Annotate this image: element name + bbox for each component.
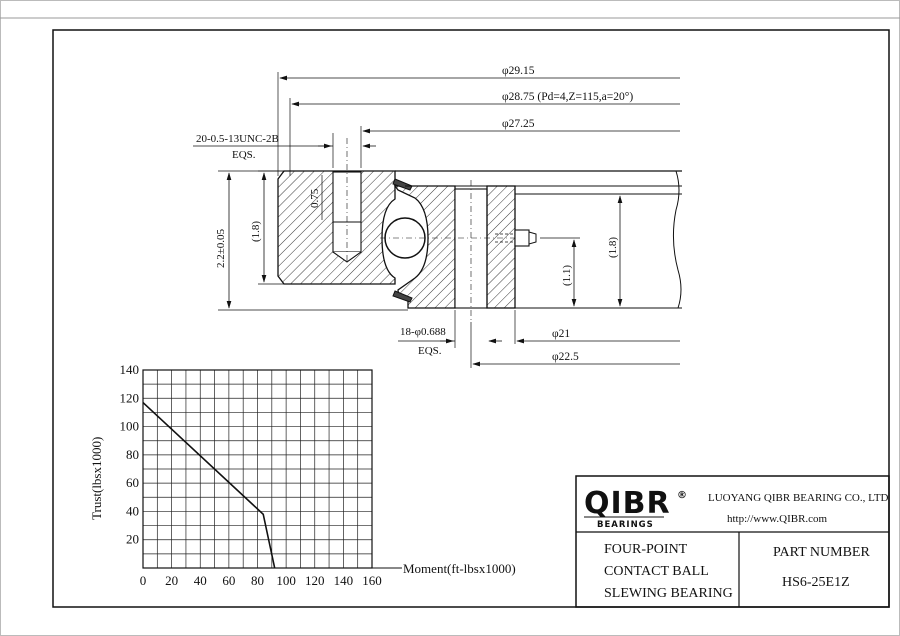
x-tick-label: 140 bbox=[334, 573, 354, 588]
chart-series bbox=[142, 401, 276, 569]
description-line-3: SLEWING BEARING bbox=[604, 586, 733, 601]
text-height-total: 2.2±0.05 bbox=[215, 228, 227, 268]
text-height-outer: (1.8) bbox=[250, 221, 262, 242]
y-tick-label: 140 bbox=[120, 362, 140, 377]
y-tick-label: 60 bbox=[126, 475, 139, 490]
x-tick-label: 0 bbox=[140, 573, 147, 588]
chart-xlabel: Moment(ft-lbsx1000) bbox=[403, 561, 516, 576]
y-tick-label: 100 bbox=[120, 419, 140, 434]
text-height-race: (1.1) bbox=[561, 265, 573, 286]
x-tick-label: 120 bbox=[305, 573, 325, 588]
y-tick-label: 20 bbox=[126, 532, 139, 547]
logo-subtext: BEARINGS bbox=[597, 520, 654, 530]
description-line-1: FOUR-POINT bbox=[604, 542, 688, 557]
break-line bbox=[672, 170, 682, 309]
text-d-inner: φ21 bbox=[552, 328, 570, 340]
text-thread: 20-0.5-13UNC-2B bbox=[196, 133, 279, 145]
chart-ylabel: Trust(lbsx1000) bbox=[89, 437, 104, 520]
upper-seal bbox=[392, 178, 413, 191]
x-tick-label: 100 bbox=[276, 573, 296, 588]
text-thread-eqs: EQS. bbox=[232, 149, 256, 161]
y-tick-label: 120 bbox=[120, 390, 140, 405]
logo-text: QIBR bbox=[584, 486, 671, 521]
text-d-bolt-outer: φ27.25 bbox=[502, 118, 535, 130]
x-tick-label: 80 bbox=[251, 573, 264, 588]
load-chart: 0 20 40 60 80 100 120 140 160 20 40 60 80 100 120 140 T… bbox=[89, 362, 516, 588]
text-holes: 18-φ0.688 bbox=[400, 326, 446, 338]
y-tick-label: 40 bbox=[126, 503, 139, 518]
x-tick-label: 20 bbox=[165, 573, 178, 588]
text-holes-eqs: EQS. bbox=[418, 345, 442, 357]
drawing-frame bbox=[52, 29, 890, 608]
x-tick-label: 40 bbox=[194, 573, 207, 588]
grease-fitting bbox=[514, 229, 530, 247]
description-line-2: CONTACT BALL bbox=[604, 564, 709, 579]
load-curve bbox=[142, 401, 276, 569]
bearing-cross-section: φ29.15 φ28.75 (Pd=4,Z=115,a=20°) φ27.25 … bbox=[193, 65, 682, 368]
logo-registered-mark: ® bbox=[677, 490, 687, 501]
text-d-pitch: φ28.75 (Pd=4,Z=115,a=20°) bbox=[502, 91, 633, 103]
x-tick-label: 60 bbox=[222, 573, 235, 588]
lower-seal bbox=[392, 290, 413, 303]
text-height-inner: (1.8) bbox=[607, 237, 619, 258]
text-d-outer: φ29.15 bbox=[502, 65, 535, 77]
part-number-label: PART NUMBER bbox=[773, 545, 870, 560]
x-tick-label: 160 bbox=[362, 573, 382, 588]
title-block: QIBR ® BEARINGS LUOYANG QIBR BEARING CO.… bbox=[575, 475, 890, 608]
part-number-value: HS6-25E1Z bbox=[782, 575, 850, 590]
company-name: LUOYANG QIBR BEARING CO., LTD bbox=[708, 492, 889, 504]
chart-axes bbox=[142, 369, 402, 569]
y-tick-label: 80 bbox=[126, 447, 139, 462]
text-d-bolt-inner: φ22.5 bbox=[552, 351, 579, 363]
company-website: http://www.QIBR.com bbox=[727, 513, 828, 525]
chart-labels: 0 20 40 60 80 100 120 140 160 20 40 60 80 100 120 140 bbox=[120, 362, 382, 588]
text-depth: 0.75 bbox=[309, 188, 321, 208]
chart-plot-frame bbox=[142, 369, 373, 569]
